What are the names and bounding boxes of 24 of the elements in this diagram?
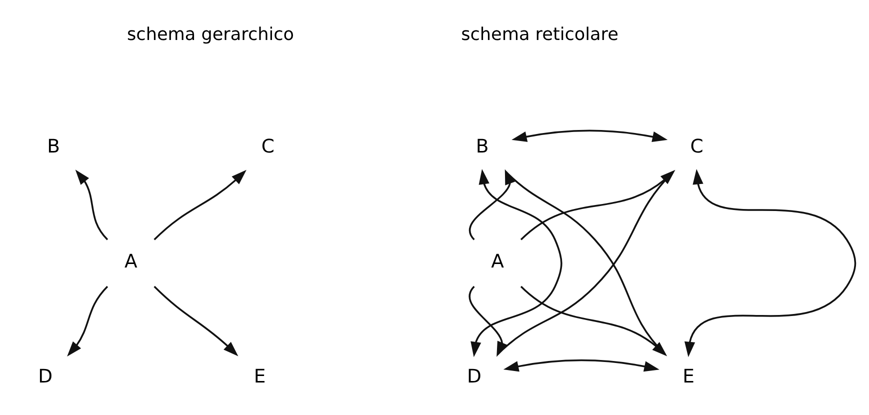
- arrow: [520, 169, 676, 240]
- node-text: A: [491, 251, 504, 272]
- arrow: [75, 169, 108, 240]
- node-text: E: [254, 366, 266, 387]
- arrow: [154, 285, 238, 356]
- arrow: [468, 285, 508, 356]
- arrow: [470, 168, 562, 357]
- node-text: C: [690, 136, 704, 158]
- node-text: E: [682, 366, 694, 387]
- node-text: B: [47, 136, 60, 158]
- label: schema reticolare: [461, 24, 618, 44]
- arrow: [468, 168, 516, 240]
- label: schema gerarchico: [127, 24, 294, 44]
- arrow: [684, 168, 856, 357]
- node-text: D: [38, 366, 53, 387]
- node-text: A: [124, 251, 138, 272]
- node-text: C: [261, 136, 275, 158]
- arrow: [503, 358, 660, 372]
- node-text: D: [466, 366, 482, 387]
- arrow: [67, 285, 108, 356]
- arrow: [520, 285, 668, 356]
- node-text: B: [476, 136, 489, 158]
- arrow: [154, 169, 246, 240]
- arrow: [512, 129, 668, 142]
